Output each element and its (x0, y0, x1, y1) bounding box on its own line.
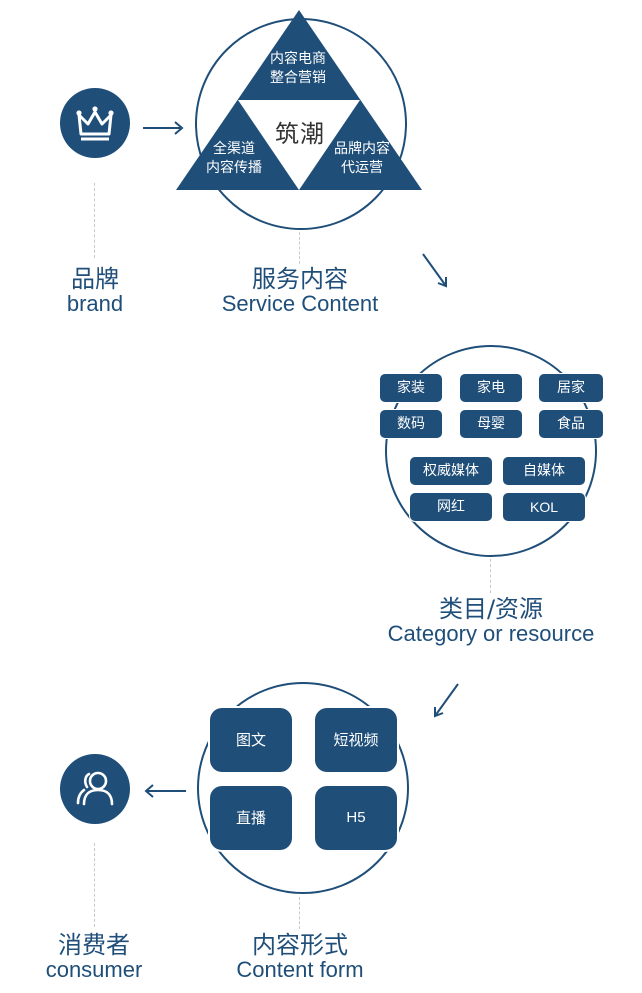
content-form-label-zh: 内容形式 (252, 931, 348, 959)
triangle-right-line2: 代运营 (341, 160, 383, 176)
category-connector-line (490, 559, 491, 593)
consumer-connector-line (94, 843, 95, 927)
category-tag: 家装 (380, 374, 442, 402)
triangle-top-text: 内容电商 整合营销 (248, 50, 348, 88)
content-form-box: 图文 (210, 708, 292, 772)
center-inverted-triangle (238, 100, 360, 190)
service-connector-line (299, 232, 300, 264)
consumer-label-zh: 消费者 (58, 931, 130, 959)
category-label-en: Category or resource (387, 621, 595, 646)
content-form-connector-line (299, 897, 300, 929)
content-form-box: 短视频 (315, 708, 397, 772)
category-tag: 家电 (460, 374, 522, 402)
consumer-label: 消费者 consumer (30, 933, 158, 981)
content-form-box: 直播 (210, 786, 292, 850)
content-form-label: 内容形式 Content form (200, 933, 400, 981)
content-form-label-en: Content form (236, 957, 364, 982)
consumer-label-en: consumer (45, 957, 143, 982)
triangle-right-line1: 品牌内容 (334, 141, 390, 157)
service-triangles (176, 10, 422, 190)
resource-tag: 自媒体 (503, 457, 585, 485)
brand-label: 品牌 brand (40, 267, 150, 315)
center-logo: 筑潮 (275, 120, 325, 148)
service-content-label: 服务内容 Service Content (190, 267, 410, 315)
arrow-right-icon (143, 121, 184, 135)
category-label-zh: 类目/资源 (438, 595, 544, 623)
brand-connector-line (94, 183, 95, 258)
service-label-zh: 服务内容 (252, 265, 348, 293)
triangle-left-line1: 全渠道 (213, 141, 255, 157)
brand-label-en: brand (66, 291, 124, 316)
brand-icon-circle (60, 88, 130, 158)
crown-icon (76, 106, 114, 141)
resource-tag: 权威媒体 (410, 457, 492, 485)
category-label: 类目/资源 Category or resource (360, 597, 622, 645)
triangle-top-line2: 整合营销 (270, 70, 326, 86)
triangle-right-text: 品牌内容 代运营 (320, 140, 404, 178)
brand-label-zh: 品牌 (71, 265, 119, 293)
consumer-icon-circle (60, 754, 130, 824)
category-tag: 母婴 (460, 410, 522, 438)
category-tag: 数码 (380, 410, 442, 438)
triangle-left-line2: 内容传播 (206, 160, 262, 176)
arrow-down-left-icon (434, 683, 459, 718)
service-label-en: Service Content (221, 291, 379, 316)
arrow-down-right-icon (422, 253, 447, 288)
category-tag: 居家 (539, 374, 603, 402)
arrow-left-icon (144, 784, 186, 798)
triangle-top-line1: 内容电商 (270, 51, 326, 67)
users-icon (76, 771, 114, 806)
category-tag: 食品 (539, 410, 603, 438)
resource-tag: 网红 (410, 493, 492, 521)
resource-tag: KOL (503, 493, 585, 521)
content-form-box: H5 (315, 786, 397, 850)
triangle-left-text: 全渠道 内容传播 (192, 140, 276, 178)
